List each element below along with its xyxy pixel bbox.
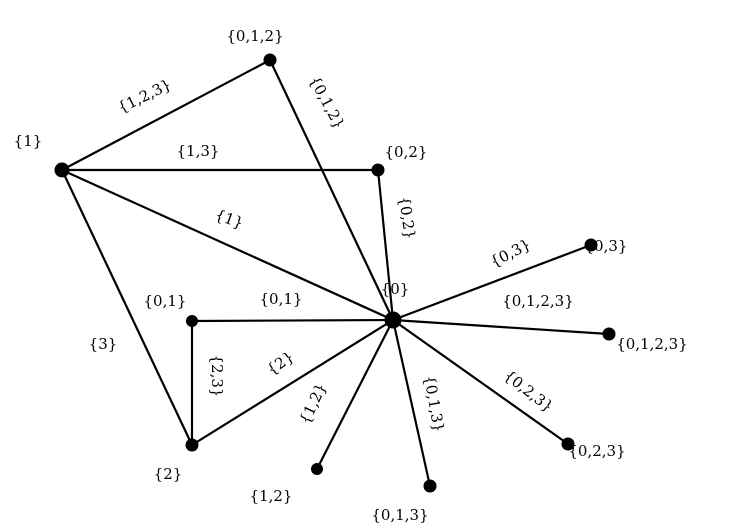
edge-label-1-2: {2,3} <box>208 355 226 398</box>
node-label-12: {1,2} <box>250 487 293 505</box>
edge--12 <box>316 319 394 470</box>
edge--2 <box>61 169 193 446</box>
edge-label--0: {2} <box>264 348 298 379</box>
edge-12-0 <box>269 59 394 321</box>
edge--023 <box>392 319 569 445</box>
node-label-02: {0,2} <box>385 143 428 161</box>
edge-label--012: {1,2,3} <box>115 75 174 116</box>
node-label-013: {0,1,3} <box>371 506 428 524</box>
edge--0123 <box>392 318 610 336</box>
node-label-03: {0,3} <box>585 237 628 255</box>
node-label-01: {0,1} <box>144 292 187 310</box>
node-label-023: {0,2,3} <box>568 442 625 460</box>
edge-label--0123: {0,1,2,3} <box>502 292 574 310</box>
node-012 <box>263 53 277 67</box>
node-label-0123: {0,1,2,3} <box>616 335 688 353</box>
edge-label--2: {3} <box>89 335 118 353</box>
node-2 <box>185 438 199 452</box>
edges <box>61 59 610 487</box>
node-023 <box>561 437 575 451</box>
edge-label-1-0: {0,1} <box>260 290 303 308</box>
node-1 <box>54 162 70 178</box>
edge-label--12: {1,2} <box>296 380 330 427</box>
nodes <box>54 53 616 493</box>
node-03 <box>584 238 598 252</box>
edge-2-0 <box>376 169 395 321</box>
node-labels: {1} {0,1,2} {0,2} {0} {0,3} {0,1,2,3} {0,1} {2}… <box>14 27 688 524</box>
edge-label--013: {0,1,3} <box>420 374 448 434</box>
node-0123 <box>602 327 616 341</box>
edge--012 <box>61 59 271 171</box>
edge-label-2-0: {0,2} <box>395 195 419 240</box>
node-01 <box>186 315 198 327</box>
edge-label--0: {1} <box>213 206 246 233</box>
node-013 <box>423 479 437 493</box>
edge-1-0 <box>191 318 394 323</box>
edge--0 <box>61 168 394 322</box>
edge--0 <box>191 319 394 446</box>
edge--013 <box>391 319 432 487</box>
node-label-1: {1} <box>14 132 43 150</box>
node-label-012: {0,1,2} <box>226 27 283 45</box>
node-label-0: {0} <box>381 280 410 298</box>
edge--03 <box>392 243 592 322</box>
node-12 <box>311 463 323 475</box>
edge-label-12-0: {0,1,2} <box>305 73 348 132</box>
node-02 <box>371 163 385 177</box>
edge-label--03: {0,3} <box>487 235 533 271</box>
edge-label--023: {0,2,3} <box>501 366 557 415</box>
edge-label--02: {1,3} <box>177 142 220 160</box>
node-label-2: {2} <box>154 465 183 483</box>
node-0 <box>384 311 402 329</box>
